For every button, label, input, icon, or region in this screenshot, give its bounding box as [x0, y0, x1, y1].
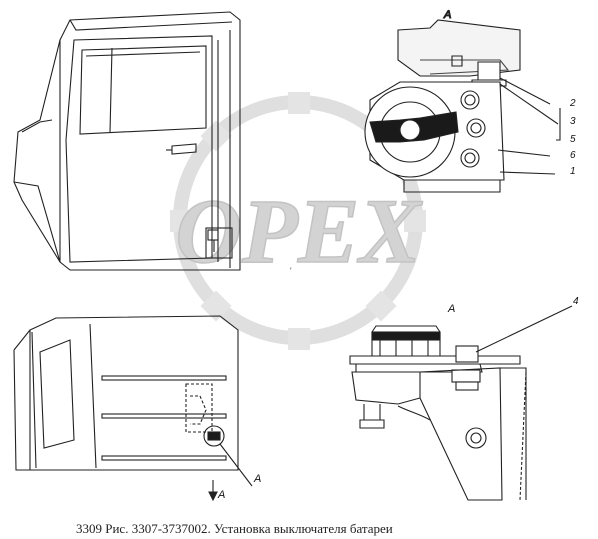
callout-2: 2: [569, 98, 576, 109]
callout-5: 5: [570, 134, 576, 145]
arrow-a-label-bottom: A: [217, 489, 225, 501]
callout-4: 4: [573, 296, 579, 307]
center-mark: ': [290, 266, 292, 276]
callout-6: 6: [570, 150, 576, 161]
switch-detail-view-a: A: [364, 8, 561, 193]
view-a-top-label: A: [443, 9, 451, 21]
switch-section-view-a: [349, 305, 573, 501]
callout-3: 3: [570, 116, 576, 127]
cab-door-view: [13, 11, 241, 271]
figure-caption: 3309 Рис. 3307-3737002. Установка выключ…: [76, 521, 393, 536]
cab-side-view: [13, 315, 253, 502]
watermark-text: OPEX: [175, 180, 423, 282]
view-a-bottom-label: A: [447, 303, 455, 315]
callout-1: 1: [570, 166, 576, 177]
arrow-a-label: A: [253, 473, 261, 485]
